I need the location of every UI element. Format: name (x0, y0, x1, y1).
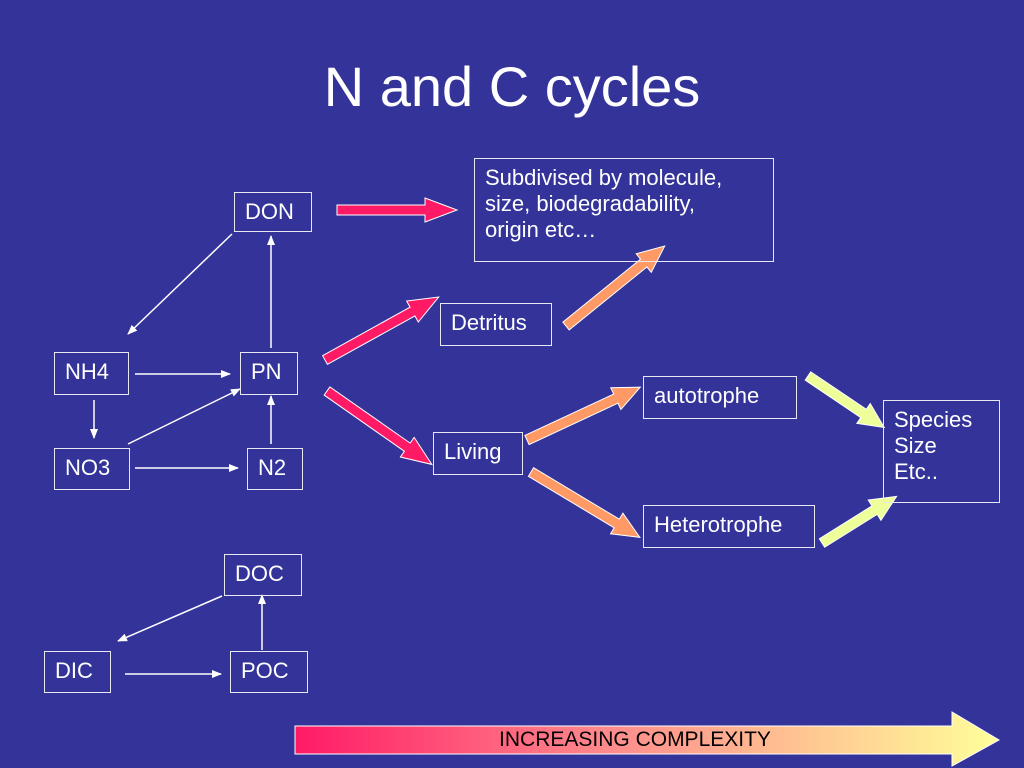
node-dic: DIC (44, 651, 111, 693)
arrow-no3-to-pn (127, 388, 241, 445)
block-arrow-living-to-heterotrophe (527, 467, 641, 539)
node-poc: POC (230, 651, 308, 693)
increasing-complexity-label: INCREASING COMPLEXITY (499, 728, 771, 751)
node-n2: N2 (247, 448, 303, 490)
block-arrow-pn-to-detritus (321, 296, 440, 366)
block-arrow-living-to-autotrophe (524, 386, 642, 446)
block-arrow-autotrophe-to-species (804, 371, 886, 429)
species-line-2: Size (894, 433, 937, 458)
subdivised-line-2: size, biodegradability, (485, 191, 695, 216)
increasing-complexity-arrow (294, 711, 1001, 767)
block-arrow-heterotrophe-to-species (818, 495, 898, 548)
species-line-1: Species (894, 407, 973, 432)
node-heterotrophe: Heterotrophe (643, 505, 815, 548)
arrow-don-to-nh4 (127, 233, 233, 335)
node-no3: NO3 (54, 448, 130, 490)
node-nh4: NH4 (54, 352, 129, 395)
subdivised-line-1: Subdivised by molecule, (485, 165, 723, 190)
species-line-3: Etc.. (894, 459, 939, 484)
node-autotrophe: autotrophe (643, 376, 797, 419)
node-living: Living (433, 432, 523, 475)
block-arrow-don-to-subdivised (336, 197, 459, 223)
node-don: DON (234, 192, 312, 232)
block-arrow-detritus-to-subdivised (562, 245, 666, 331)
subdivised-line-3: origin etc… (485, 217, 597, 242)
node-detritus: Detritus (440, 303, 552, 346)
node-species: Species Size Etc.. (883, 400, 1000, 503)
node-pn: PN (240, 352, 298, 395)
block-arrow-pn-to-living (323, 386, 433, 466)
page-title: N and C cycles (323, 55, 701, 118)
node-doc: DOC (224, 554, 302, 596)
arrow-doc-to-dic (117, 595, 223, 642)
node-subdivised: Subdivised by molecule, size, biodegrada… (474, 158, 774, 262)
